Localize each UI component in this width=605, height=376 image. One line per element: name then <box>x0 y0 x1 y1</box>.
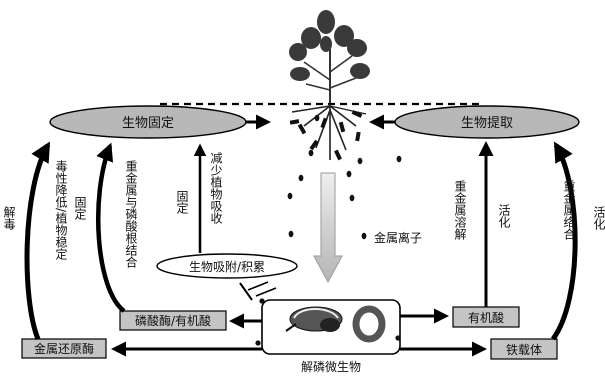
toxicity-label: 毒性降低/植物稳定 <box>54 160 68 261</box>
arrow-phosphatase-to-fixation <box>96 142 126 313</box>
microbe-icon <box>285 305 386 343</box>
siderophore-label: 铁载体 <box>506 343 542 357</box>
psm-label: 解磷微生物 <box>301 359 361 374</box>
bio-fixation-label: 生物固定 <box>122 116 174 131</box>
phosphatase-node <box>119 310 227 331</box>
detox-label: 解毒 <box>2 206 16 231</box>
activate-outer-label: 活化 <box>592 206 605 231</box>
phosphatase-label: 磷酸酶/有机酸 <box>135 313 211 328</box>
adsorption-node <box>156 253 298 279</box>
metal-ions-label: 金属离子 <box>374 230 422 245</box>
siderophore-node <box>490 338 558 360</box>
plant-icon <box>289 10 370 104</box>
chelate-label: 重金属络合 <box>562 180 576 240</box>
organic-acid-label: 有机酸 <box>468 310 504 325</box>
activate-inner-label: 活化 <box>497 204 511 229</box>
bio-extraction-label: 生物提取 <box>461 115 513 131</box>
fix-left-label: 固定 <box>73 196 87 221</box>
metal-reductase-label: 金属还原酶 <box>34 341 94 356</box>
adsorption-connector <box>239 281 401 346</box>
reduce-uptake-label: 减少植物吸收 <box>209 152 223 225</box>
complex-label: 重金属与磷酸根结合 <box>124 160 138 268</box>
fix-center-label: 固定 <box>175 190 189 215</box>
arrow-siderophore-to-extraction <box>550 141 578 341</box>
arrow-reductase-to-fixation <box>24 141 51 340</box>
adsorption-label: 生物吸附/积累 <box>189 260 265 274</box>
gray-down-arrow <box>313 172 343 284</box>
root-icon <box>289 104 367 161</box>
metal-reductase-node <box>21 338 107 359</box>
dissolve-label: 重金属溶解 <box>453 180 467 241</box>
metal-ion-dots <box>287 114 402 240</box>
